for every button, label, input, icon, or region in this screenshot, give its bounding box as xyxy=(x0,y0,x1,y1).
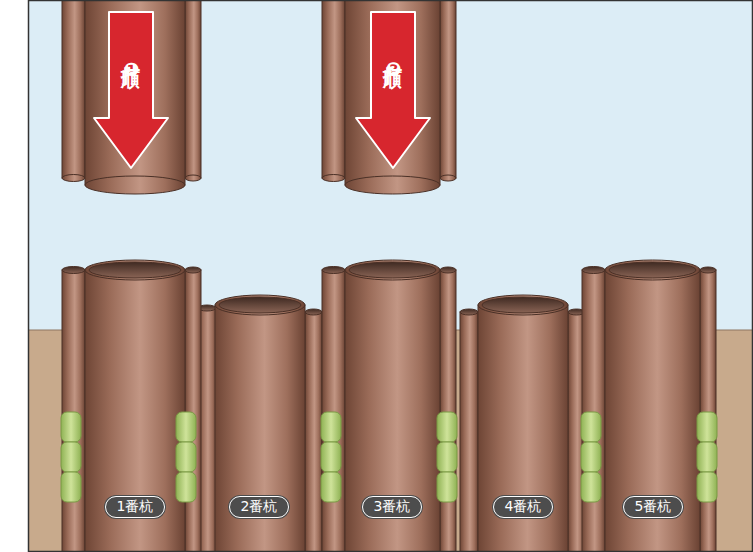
pile-badge: 4番杭 xyxy=(493,496,553,518)
order-arrow: 打順❶ xyxy=(92,10,170,170)
pile-badge: 5番杭 xyxy=(623,496,683,518)
installed-pile xyxy=(582,260,716,552)
order-arrow: 打順❷ xyxy=(354,10,432,170)
arrow-shape xyxy=(92,10,170,170)
frame xyxy=(29,1,753,552)
installed-pile xyxy=(460,295,585,552)
installed-pile xyxy=(62,260,201,552)
hanging-pile xyxy=(322,0,456,194)
pile-badge: 1番杭 xyxy=(105,496,165,518)
pile-label: 5番杭 xyxy=(635,498,672,516)
pile-badge: 3番杭 xyxy=(362,496,422,518)
installed-pile xyxy=(198,295,322,552)
installed-pile xyxy=(322,260,456,552)
order-label: 打順❶ xyxy=(122,52,141,83)
hanging-pile xyxy=(62,0,201,194)
joint-seal xyxy=(61,412,717,502)
pile-badge: 2番杭 xyxy=(229,496,289,518)
order-label: 打順❷ xyxy=(384,52,403,83)
pile-label: 1番杭 xyxy=(117,498,154,516)
arrow-shape xyxy=(354,10,432,170)
pile-label: 2番杭 xyxy=(241,498,278,516)
pile-label: 4番杭 xyxy=(505,498,542,516)
pile-label: 3番杭 xyxy=(374,498,411,516)
